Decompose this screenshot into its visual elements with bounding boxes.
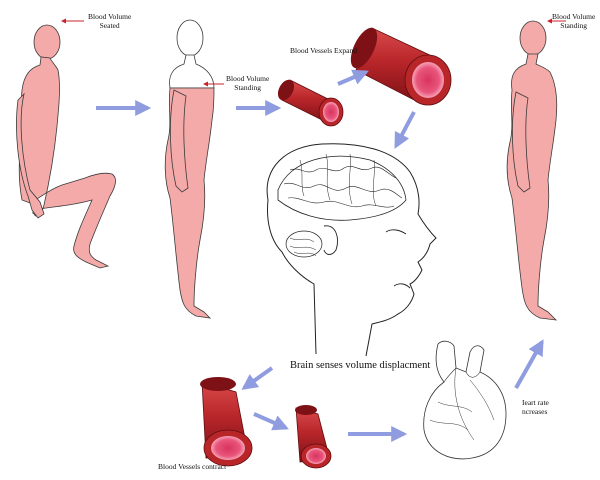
standing-figure-right	[506, 20, 558, 321]
label-vessels-expand: Blood Vessels Expand	[290, 46, 357, 55]
arrow-heart-to-standing	[514, 339, 544, 389]
brain-head-drawing	[266, 143, 437, 357]
vessel-contract-large	[200, 377, 253, 467]
vessel-expand-small	[277, 79, 344, 127]
label-vessels-contract: Blood Vessels contract	[158, 462, 227, 471]
standing-figure-mid	[164, 19, 215, 319]
vessel-expand-large	[350, 27, 452, 106]
label-heart-rate: Ieart rate ncreases	[522, 398, 549, 416]
label-blood-volume-seated: Blood Volume Seated	[88, 12, 132, 30]
arrow-vessel-contract	[253, 412, 289, 431]
arrow-vessel-to-brain	[394, 111, 416, 149]
heart-drawing	[423, 340, 507, 460]
label-pointers	[61, 18, 566, 87]
label-blood-volume-standing-mid: Blood Volume Standing	[226, 74, 270, 92]
label-blood-volume-standing-right: Blood Volume Standing	[552, 12, 596, 30]
vessel-contract-small	[295, 405, 332, 469]
label-brain-senses: Brain senses volume displacment	[290, 360, 431, 371]
seated-figure	[16, 24, 116, 269]
arrow-brain-to-vessel	[241, 366, 274, 390]
arrow-vessel-to-vessel	[337, 69, 369, 86]
flow-arrows	[96, 69, 544, 442]
